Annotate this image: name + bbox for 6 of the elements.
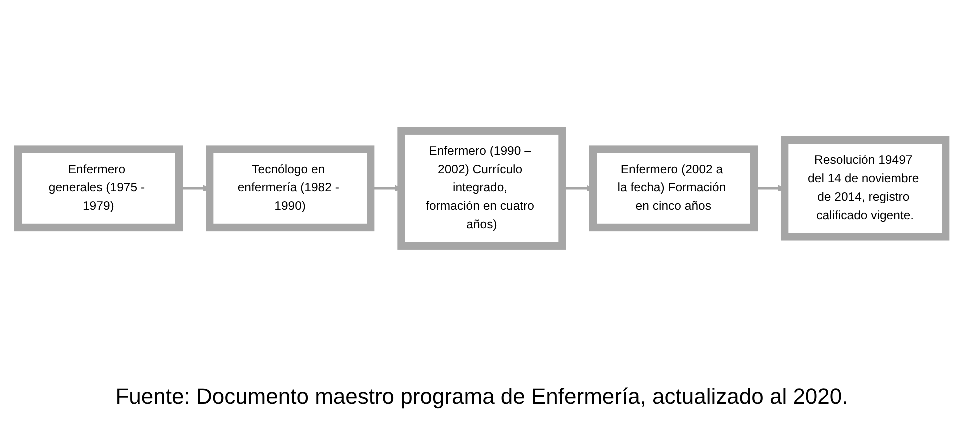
node-box: Enfermero (1990 – 2002) Currículo integrado, formación en cuatro años) [398, 128, 566, 250]
node-box: Enfermero (2002 a la fecha) Formación en cinco años [589, 146, 758, 232]
caption: Fuente: Documento maestro programa de Enfermería, actualizado al 2020. [116, 384, 848, 410]
node-box: Tecnólogo en enfermería (1982 - 1990) [206, 146, 375, 232]
node-box: Enfermero generales (1975 - 1979) [14, 146, 183, 232]
node-box: Resolución 19497 del 14 de noviembre de 2014, registro calificado vigente. [781, 136, 950, 242]
